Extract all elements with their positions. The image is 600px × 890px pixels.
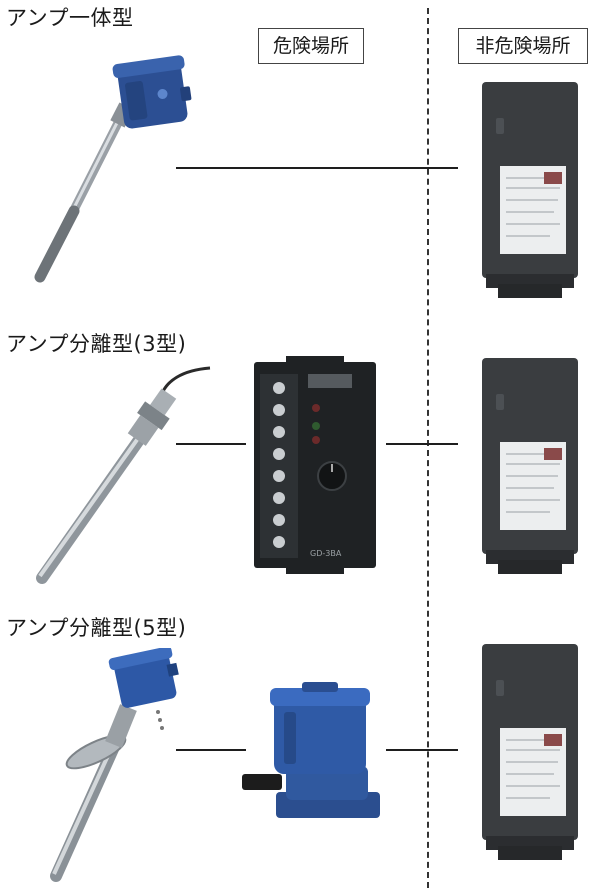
non-hazardous-zone-label: 非危険場所 bbox=[458, 28, 588, 64]
sensor-integrated-image bbox=[14, 55, 194, 285]
amplifier-module-image: GD-3BA bbox=[250, 356, 380, 574]
connection-line-5-sensor-to-amp bbox=[176, 749, 246, 751]
sensor-separated-3-image bbox=[14, 360, 214, 590]
connection-line-3-sensor-to-amp bbox=[176, 443, 246, 445]
amplifier-explosion-proof-image bbox=[240, 680, 386, 824]
receiver-unit-1-image bbox=[478, 78, 582, 302]
connection-line-3-amp-to-unit bbox=[386, 443, 458, 445]
amplifier-model-label: GD-3BA bbox=[310, 549, 342, 558]
sensor-separated-5-image bbox=[34, 648, 194, 884]
zone-divider bbox=[427, 8, 429, 888]
section-title-separated-5: アンプ分離型(5型) bbox=[6, 616, 187, 640]
receiver-unit-2-image bbox=[478, 354, 582, 578]
hazardous-zone-label: 危険場所 bbox=[258, 28, 364, 64]
receiver-unit-3-image bbox=[478, 640, 582, 864]
section-title-integrated: アンプ一体型 bbox=[6, 6, 134, 30]
connection-line-5-amp-to-unit bbox=[386, 749, 458, 751]
connection-line-integrated bbox=[176, 167, 458, 169]
section-title-separated-3: アンプ分離型(3型) bbox=[6, 332, 187, 356]
